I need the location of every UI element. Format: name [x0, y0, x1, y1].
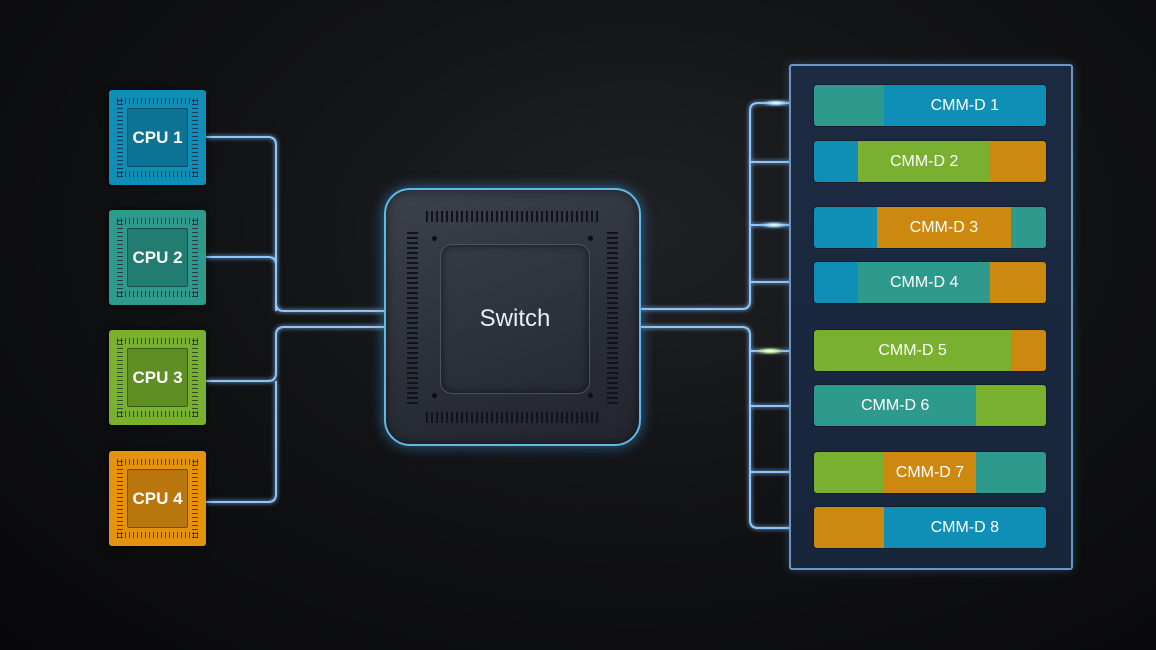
module-segment — [1011, 330, 1046, 371]
module-segment — [814, 385, 977, 426]
module-label: CMM-D 2 — [889, 152, 959, 170]
memory-panel — [789, 64, 1073, 570]
switch-pins — [426, 412, 599, 423]
module-label: CMM-D 5 — [878, 341, 947, 359]
wire-cpu2-switch — [206, 256, 277, 311]
module-segment — [858, 141, 991, 182]
memory-module-2: CMM-D 2 — [814, 141, 1046, 182]
switch-mount-dot — [588, 393, 593, 398]
module-label: CMM-D 3 — [909, 218, 979, 236]
module-label: CMM-D 4 — [889, 273, 959, 291]
cpu-chip-3: CPU 3 — [109, 330, 206, 425]
memory-module-7: CMM-D 7 — [814, 452, 1046, 493]
switch-pins — [426, 211, 599, 222]
module-label: CMM-D 6 — [860, 396, 930, 414]
module-segment — [814, 452, 884, 493]
module-label: CMM-D 1 — [930, 96, 999, 114]
switch-mount-dot — [432, 393, 437, 398]
module-segment — [1011, 207, 1046, 248]
module-segment — [858, 262, 991, 303]
module-segment — [814, 330, 1012, 371]
module-segment — [814, 141, 859, 182]
cpu-label: CPU 4 — [127, 469, 188, 528]
cpu-chip-2: CPU 2 — [109, 210, 206, 305]
module-segment — [814, 207, 877, 248]
switch-pins — [607, 230, 618, 404]
memory-module-4: CMM-D 4 — [814, 262, 1046, 303]
module-segment — [990, 141, 1046, 182]
switch-mount-dot — [588, 236, 593, 241]
module-segment — [976, 452, 1046, 493]
module-segment — [814, 262, 859, 303]
module-segment — [883, 85, 1046, 126]
switch-mount-dot — [432, 236, 437, 241]
module-segment — [814, 507, 884, 548]
memory-module-5: CMM-D 5 — [814, 330, 1046, 371]
module-segment — [990, 262, 1046, 303]
signal-spark — [758, 221, 790, 229]
memory-module-3: CMM-D 3 — [814, 207, 1046, 248]
cpu-label: CPU 2 — [127, 228, 188, 287]
signal-spark — [760, 99, 792, 107]
cpu-label: CPU 3 — [127, 348, 188, 407]
cpu-label: CPU 1 — [127, 108, 188, 167]
wire-cpu4-switch — [206, 381, 277, 503]
module-segment — [876, 207, 1012, 248]
module-label: CMM-D 8 — [930, 518, 999, 536]
switch-chip: Switch — [384, 188, 641, 446]
cpu-chip-1: CPU 1 — [109, 90, 206, 185]
module-segment — [814, 85, 884, 126]
module-segment — [883, 452, 977, 493]
wire-cpu1-switch — [206, 136, 384, 312]
switch-label: Switch — [440, 244, 590, 394]
module-segment — [883, 507, 1046, 548]
memory-module-1: CMM-D 1 — [814, 85, 1046, 126]
switch-pins — [407, 230, 418, 404]
cpu-chip-4: CPU 4 — [109, 451, 206, 546]
memory-module-8: CMM-D 8 — [814, 507, 1046, 548]
module-segment — [976, 385, 1046, 426]
signal-spark — [754, 347, 786, 355]
module-label: CMM-D 7 — [895, 463, 965, 481]
memory-module-6: CMM-D 6 — [814, 385, 1046, 426]
wire-cpu3-switch — [206, 326, 384, 382]
